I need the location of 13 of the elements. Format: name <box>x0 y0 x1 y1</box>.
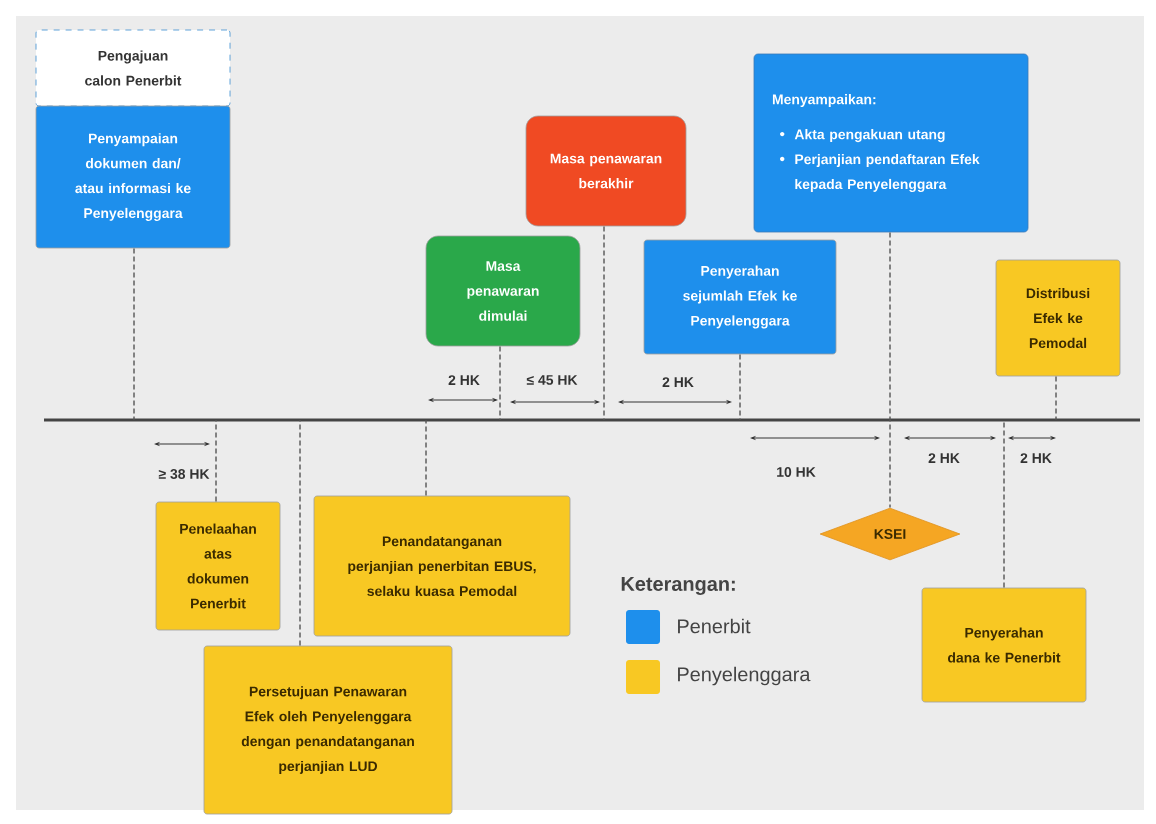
leader-line <box>425 419 427 497</box>
leader-line <box>299 419 301 647</box>
legend-label: Penerbit <box>678 618 751 634</box>
legend-label: Penyelenggara <box>678 666 811 686</box>
leader-line <box>739 353 741 421</box>
leader-line <box>133 247 135 421</box>
leader-line <box>499 345 501 421</box>
leader-line <box>1055 375 1057 421</box>
legend-title: Keterangan: <box>621 577 735 595</box>
leader-line <box>889 231 891 509</box>
leader-line <box>1003 419 1005 589</box>
leader-line <box>215 419 217 503</box>
leader-line <box>603 225 605 421</box>
